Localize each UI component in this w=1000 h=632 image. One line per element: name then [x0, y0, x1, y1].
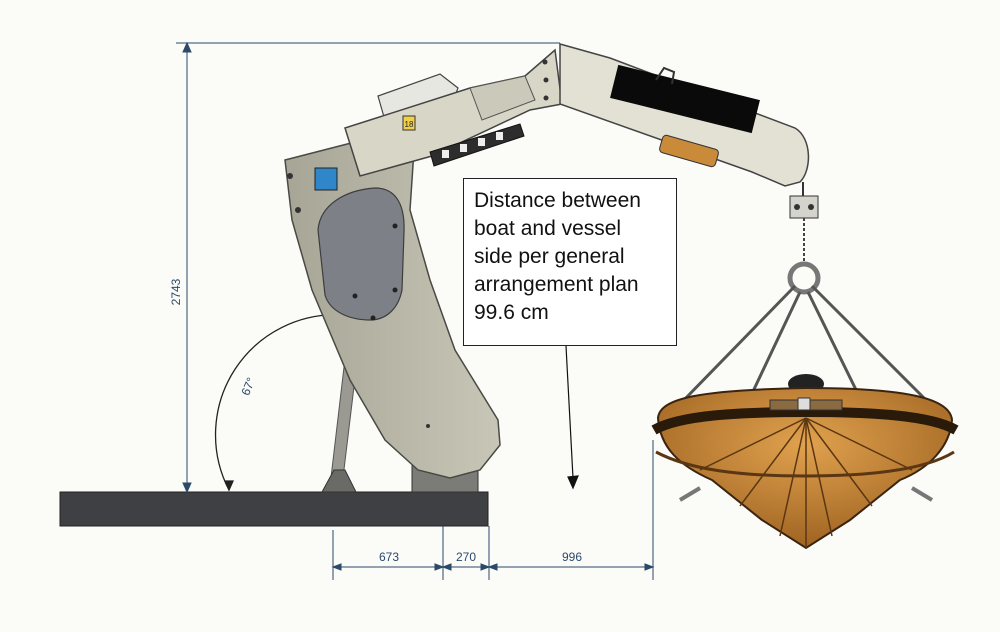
- callout-line-2: boat and vessel: [474, 217, 622, 240]
- angle-label: 67°: [238, 375, 258, 397]
- callout-line-5: 99.6 cm: [474, 301, 549, 324]
- blue-window: [314, 167, 338, 191]
- distance-callout: Distance between boat and vessel side pe…: [463, 178, 677, 346]
- plate-marking-box: [402, 115, 416, 131]
- callout-arrow: [565, 345, 579, 490]
- height-dimension-label: 2743: [169, 278, 183, 305]
- rescue-boat: [651, 374, 959, 550]
- crane-arm: 18: [344, 48, 563, 177]
- angle-dimension: [214, 313, 345, 492]
- crane-jib: [559, 43, 810, 187]
- plate-marking: 18: [405, 120, 414, 129]
- lifting-eye: [655, 66, 676, 85]
- deck-foundation: [59, 491, 489, 527]
- dimension-996: 996: [562, 550, 582, 564]
- dimension-673: 673: [379, 550, 399, 564]
- sheave-block: [429, 123, 525, 167]
- callout-line-3: side per general: [474, 245, 625, 268]
- redaction-bar: [610, 64, 760, 134]
- lifting-slings: [680, 284, 930, 404]
- dimension-270: 270: [456, 550, 476, 564]
- callout-line-1: Distance between: [474, 189, 641, 212]
- hydraulic-cylinder: [659, 134, 719, 168]
- callout-line-4: arrangement plan: [474, 273, 639, 296]
- hook-assembly: [787, 182, 821, 295]
- height-dimension: [176, 41, 560, 494]
- bottom-dimensions: [331, 440, 655, 580]
